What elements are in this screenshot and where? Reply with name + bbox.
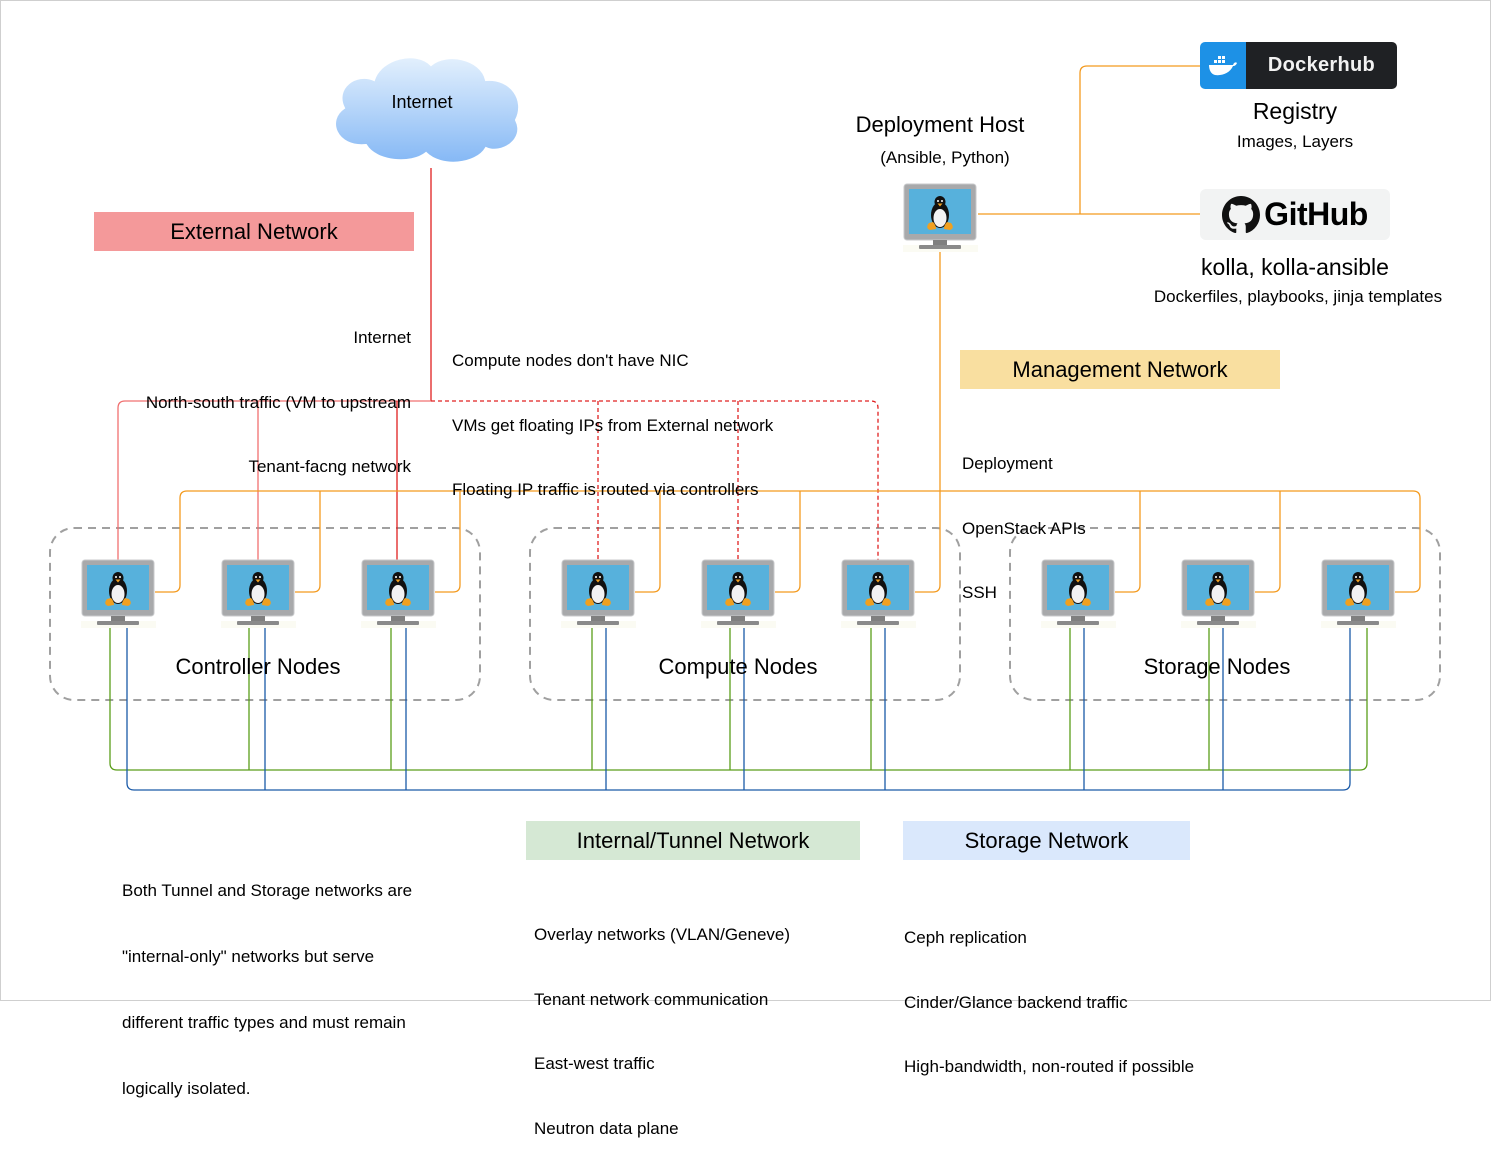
- tunnel-note-line: East-west traffic: [534, 1054, 655, 1073]
- linux-monitor-icon: [221, 559, 296, 628]
- isolation-note-line: "internal-only" networks but serve: [122, 947, 375, 966]
- storage-note-line: Cinder/Glance backend traffic: [904, 992, 1128, 1012]
- tunnel-network-title: Internal/Tunnel Network: [576, 827, 810, 853]
- isolation-note: Both Tunnel and Storage networks are "in…: [122, 836, 412, 1122]
- registry-title: Registry: [1252, 98, 1338, 124]
- compute-note-line: Floating IP traffic is routed via contro…: [452, 480, 759, 499]
- linux-monitor-icon: [361, 559, 436, 628]
- dockerhub-wordmark: Dockerhub: [1246, 42, 1397, 89]
- tux-penguin-icon: [385, 572, 411, 606]
- tux-penguin-icon: [105, 572, 131, 606]
- linux-monitor-icon: [841, 559, 916, 628]
- internet-label: Internet: [391, 92, 453, 112]
- linux-monitor-icon: [1321, 559, 1396, 628]
- tux-penguin-icon: [725, 572, 751, 606]
- tux-penguin-icon: [585, 572, 611, 606]
- tux-penguin-icon: [927, 196, 953, 230]
- management-network-notes: Deployment OpenStack APIs SSH: [962, 410, 1086, 625]
- controller-node-2[interactable]: [221, 558, 296, 628]
- storage-network-band: Storage Network: [903, 821, 1190, 860]
- controller-node-1[interactable]: [81, 558, 156, 628]
- storage-note-line: High-bandwidth, non-routed if possible: [904, 1057, 1195, 1076]
- compute-note-line: VMs get floating IPs from External netwo…: [452, 415, 774, 435]
- deployment-host-node[interactable]: [903, 182, 978, 252]
- management-network-band: Management Network: [960, 350, 1280, 389]
- linux-monitor-icon: [561, 559, 636, 628]
- github-octocat-icon: [1222, 195, 1261, 233]
- compute-node-3[interactable]: [841, 558, 916, 628]
- management-note-line: Deployment: [962, 454, 1053, 473]
- deployment-host-subtitle: (Ansible, Python): [880, 148, 1010, 167]
- tunnel-note-line: Tenant network communication: [534, 989, 769, 1009]
- management-network-title: Management Network: [1012, 356, 1228, 382]
- cloud-icon: [334, 56, 521, 164]
- compute-node-2[interactable]: [701, 558, 776, 628]
- tunnel-network-wires: [109, 625, 1368, 771]
- registry-subtitle: Images, Layers: [1236, 132, 1354, 151]
- tux-penguin-icon: [245, 572, 271, 606]
- compute-group-label: Compute Nodes: [658, 654, 818, 679]
- compute-node-1[interactable]: [561, 558, 636, 628]
- source-subtitle: Dockerfiles, playbooks, jinja templates: [1153, 287, 1443, 306]
- storage-network-wires: [126, 625, 1351, 791]
- compute-floating-ip-note: Compute nodes don't have NIC VMs get flo…: [452, 307, 773, 522]
- storage-group-label: Storage Nodes: [1143, 654, 1291, 679]
- docker-whale-icon: [1200, 42, 1246, 89]
- tux-penguin-icon: [1065, 572, 1091, 606]
- external-note-line: Tenant-facng network: [248, 457, 411, 476]
- linux-monitor-icon: [81, 559, 156, 628]
- compute-note-line: Compute nodes don't have NIC: [452, 351, 689, 370]
- github-logo[interactable]: GitHub: [1200, 189, 1390, 240]
- management-note-line: OpenStack APIs: [962, 518, 1086, 538]
- compute-group-border: [529, 527, 961, 701]
- linux-monitor-icon: [903, 183, 978, 252]
- storage-node-1[interactable]: [1041, 558, 1116, 628]
- management-note-line: SSH: [962, 583, 997, 602]
- linux-monitor-icon: [1181, 559, 1256, 628]
- linux-monitor-icon: [701, 559, 776, 628]
- storage-node-2[interactable]: [1181, 558, 1256, 628]
- storage-node-3[interactable]: [1321, 558, 1396, 628]
- tunnel-note-line: Overlay networks (VLAN/Geneve): [534, 925, 791, 944]
- deployment-host-title: Deployment Host: [855, 112, 1025, 137]
- external-network-notes: Internet North-south traffic (VM to upst…: [100, 284, 411, 499]
- tunnel-network-band: Internal/Tunnel Network: [526, 821, 860, 860]
- external-note-line: North-south traffic (VM to upstream: [145, 392, 411, 412]
- isolation-note-line: different traffic types and must remain: [122, 1013, 406, 1032]
- source-title: kolla, kolla-ansible: [1201, 254, 1389, 280]
- storage-group-border: [1009, 527, 1441, 701]
- controller-node-3[interactable]: [361, 558, 436, 628]
- tunnel-network-notes: Overlay networks (VLAN/Geneve) Tenant ne…: [534, 881, 790, 1161]
- tux-penguin-icon: [1205, 572, 1231, 606]
- controller-group-label: Controller Nodes: [175, 654, 341, 679]
- external-note-line: Internet: [353, 328, 411, 347]
- storage-note-line: Ceph replication: [904, 928, 1027, 947]
- github-wordmark: GitHub: [1264, 196, 1368, 232]
- linux-monitor-icon: [1041, 559, 1116, 628]
- tux-penguin-icon: [1345, 572, 1371, 606]
- storage-network-notes: Ceph replication Cinder/Glance backend t…: [904, 884, 1194, 1099]
- tux-penguin-icon: [865, 572, 891, 606]
- isolation-note-line: Both Tunnel and Storage networks are: [122, 881, 413, 900]
- storage-network-title: Storage Network: [964, 827, 1129, 853]
- network-wires: [49, 65, 1441, 791]
- management-network-wires: [155, 65, 1421, 593]
- isolation-note-line: logically isolated.: [122, 1079, 251, 1098]
- external-network-title: External Network: [170, 218, 338, 244]
- dockerhub-logo[interactable]: Dockerhub: [1200, 42, 1397, 89]
- external-network-band: External Network: [94, 212, 414, 251]
- tunnel-note-line: Neutron data plane: [534, 1118, 679, 1138]
- external-network-wires: [117, 168, 879, 562]
